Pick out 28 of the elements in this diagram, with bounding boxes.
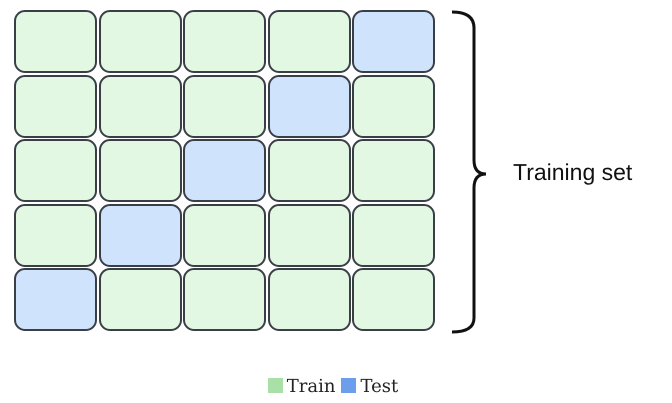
test-fold-cell bbox=[352, 10, 435, 73]
legend-label: Train bbox=[286, 376, 336, 397]
train-fold-cell bbox=[98, 268, 182, 331]
test-fold-cell bbox=[183, 139, 266, 202]
train-fold-cell bbox=[14, 74, 97, 138]
train-fold-cell bbox=[352, 74, 435, 138]
train-fold-cell bbox=[14, 139, 97, 202]
train-fold-cell bbox=[268, 10, 350, 73]
train-fold-cell bbox=[268, 139, 350, 202]
train-fold-cell bbox=[268, 204, 350, 266]
train-fold-cell bbox=[14, 10, 97, 73]
train-fold-cell bbox=[352, 139, 435, 202]
train-fold-cell bbox=[98, 74, 182, 138]
train-fold-cell bbox=[98, 139, 182, 202]
train-fold-cell bbox=[352, 268, 435, 331]
train-fold-cell bbox=[352, 204, 435, 266]
legend-label: Test bbox=[360, 376, 398, 397]
train-fold-cell bbox=[268, 268, 350, 331]
bracket-label: Training set bbox=[513, 159, 632, 185]
train-fold-cell bbox=[183, 204, 266, 266]
train-fold-cell bbox=[14, 204, 97, 266]
train-fold-cell bbox=[183, 74, 266, 138]
test-fold-cell bbox=[14, 268, 97, 331]
train-fold-cell bbox=[183, 10, 266, 73]
train-fold-cell bbox=[98, 10, 182, 73]
test-fold-cell bbox=[98, 204, 182, 266]
test-fold-cell bbox=[268, 74, 350, 138]
train-fold-cell bbox=[183, 268, 266, 331]
